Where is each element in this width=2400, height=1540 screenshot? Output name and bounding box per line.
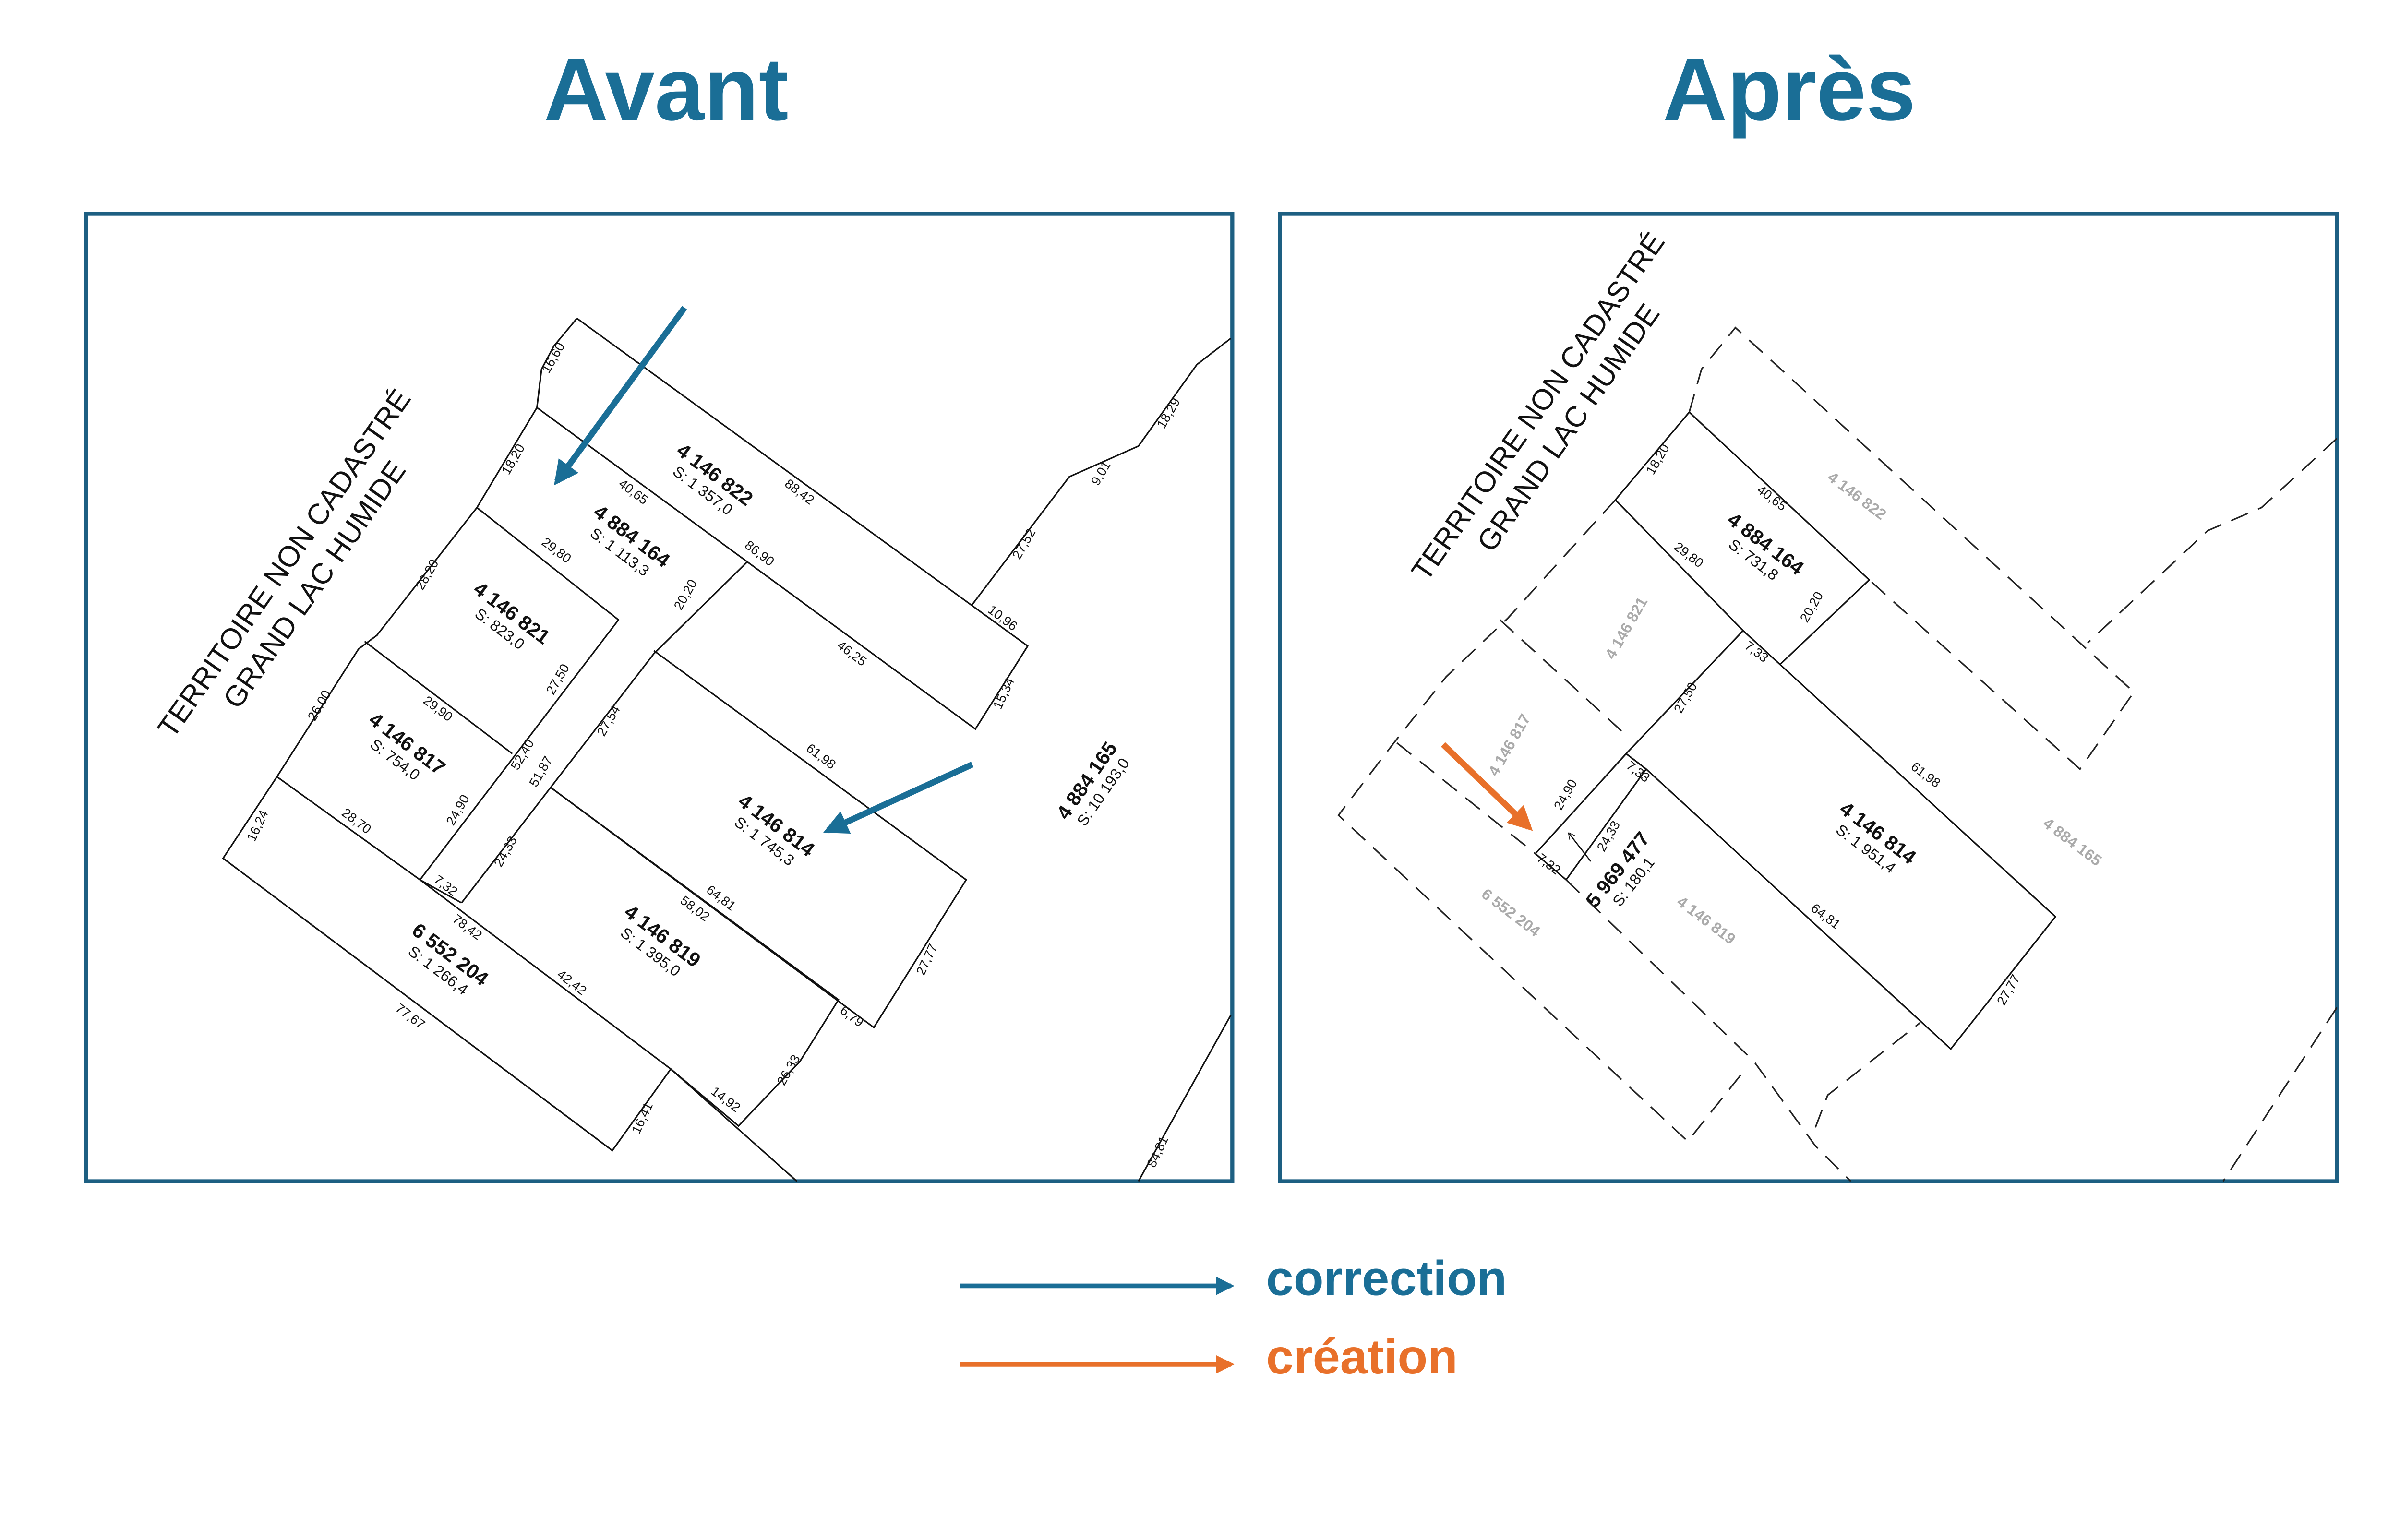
dimension-label: 14,92: [708, 1084, 744, 1115]
dimension-label: 64,81: [704, 882, 739, 914]
dimension-label: 46,25: [834, 637, 869, 669]
dimension-label: 61,98: [1908, 759, 1944, 790]
dimension-label: 29,80: [1671, 539, 1706, 571]
dimension-label: 18,20: [498, 442, 528, 478]
grey-lot-4146817: 4 146 817: [1485, 711, 1534, 778]
dimension-label: 7,33: [1623, 758, 1653, 785]
dimension-label: 24,90: [1551, 776, 1580, 812]
dimension-label: 77,67: [393, 1001, 428, 1032]
grey-lot-4146821: 4 146 821: [1602, 594, 1651, 662]
territory-label: TERRITOIRE NON CADASTRÉ GRAND LAC HUMIDE: [1405, 227, 1671, 586]
dimension-label: 7,33: [1742, 638, 1771, 665]
dimension-label: 20,20: [671, 577, 700, 613]
dimension-label: 40,65: [616, 476, 651, 508]
title-after: Après: [1663, 40, 1916, 139]
dimension-label: 18,29: [1154, 395, 1183, 431]
dimension-labels-after: 18,20 40,65 29,80 20,20 7,33 27,50 7,33 61,98 24…: [1534, 442, 2023, 1008]
creation-arrow: [1440, 742, 1533, 831]
dimension-label: 86,90: [742, 537, 777, 569]
territory-label: TERRITOIRE NON CADASTRÉ GRAND LAC HUMIDE: [151, 383, 417, 743]
dimension-label: 28,70: [339, 805, 374, 836]
dimension-label: 24,90: [443, 792, 472, 828]
dimension-label: 9,01: [1088, 458, 1113, 488]
before-frame: [84, 212, 1235, 1183]
dimension-label: 51,87: [526, 753, 555, 789]
dimension-label: 42,42: [554, 967, 589, 998]
dimension-label: 15,34: [990, 675, 1017, 711]
grey-lot-4146819: 4 146 819: [1674, 893, 1739, 948]
dimension-label: 61,98: [804, 740, 839, 772]
title-before: Avant: [544, 40, 789, 139]
dimension-label: 58,02: [677, 893, 712, 924]
dimension-label: 26,00: [304, 687, 334, 723]
dimension-label: 7,32: [431, 872, 460, 899]
dimension-label: 27,52: [1009, 526, 1038, 562]
legend: correction création: [960, 1251, 1507, 1384]
correction-arrow: [823, 762, 974, 834]
dimension-label: 18,20: [1643, 442, 1672, 478]
dimension-label: 64,81: [1808, 900, 1843, 932]
dimension-label: 52,40: [507, 737, 537, 773]
dimension-label: 20,20: [1797, 589, 1826, 625]
dimension-label: 26,33: [774, 1052, 803, 1088]
after-frame: [1278, 212, 2339, 1183]
before-map: TERRITOIRE NON CADASTRÉ GRAND LAC HUMIDE…: [84, 212, 1235, 1183]
dimension-label: 6,79: [837, 1003, 866, 1030]
dimension-label: 27,54: [594, 703, 623, 739]
dimension-label: 28,20: [412, 557, 442, 593]
territory-line1: TERRITOIRE NON CADASTRÉ: [151, 383, 417, 743]
legend-creation-label: création: [1266, 1329, 1458, 1384]
pointer-arrow: [1569, 834, 1592, 862]
dimension-label: 27,50: [543, 661, 572, 697]
dimension-label: 16,41: [628, 1100, 656, 1136]
dimension-label: 16,60: [539, 340, 568, 376]
grey-lot-6552204: 6 552 204: [1478, 885, 1544, 940]
dimension-label: 84,81: [1144, 1134, 1171, 1170]
dimension-label: 27,50: [1671, 680, 1700, 716]
territory-line1: TERRITOIRE NON CADASTRÉ: [1405, 227, 1671, 586]
grey-lot-4146822: 4 146 822: [1824, 468, 1890, 524]
dimension-label: 40,65: [1754, 482, 1789, 513]
cadastre-comparison: Avant Après TERRITOIRE NON CADASTRÉ GRAN…: [84, 40, 2339, 1384]
after-map: TERRITOIRE NON CADASTRÉ GRAND LAC HUMIDE…: [1278, 212, 2339, 1183]
grey-lot-4884165: 4 884 165: [2040, 814, 2105, 870]
legend-correction-label: correction: [1266, 1251, 1507, 1306]
dimension-label: 16,24: [244, 808, 271, 844]
dimension-label: 24,33: [491, 834, 520, 870]
correction-arrow: [554, 306, 687, 486]
